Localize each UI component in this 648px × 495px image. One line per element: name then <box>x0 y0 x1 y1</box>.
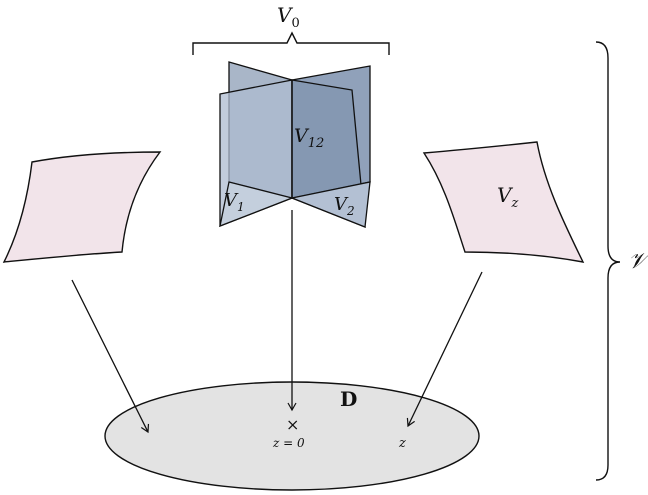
central-planes <box>219 61 371 228</box>
right-projection-arrow <box>406 271 483 428</box>
v0-label: V0 <box>277 3 300 31</box>
left-fiber-sheet <box>2 151 162 263</box>
left-projection-arrow <box>71 279 150 434</box>
plane-v1-region <box>219 181 295 228</box>
origin-marker: × <box>286 415 299 434</box>
fiber-sheet-vz <box>422 141 585 263</box>
v2-label: V2 <box>334 194 355 218</box>
point-z-label: z <box>398 436 406 451</box>
v0-brace <box>192 31 390 55</box>
origin-label: z = 0 <box>272 436 305 450</box>
v12-label: V12 <box>294 125 324 151</box>
vz-label: Vz <box>497 183 518 211</box>
total-family-label: 𝒱 <box>628 249 648 274</box>
disk-label: D <box>340 387 357 411</box>
plane-v2-region <box>289 181 371 228</box>
v1-label: V1 <box>224 190 245 214</box>
total-family-brace <box>595 41 621 481</box>
